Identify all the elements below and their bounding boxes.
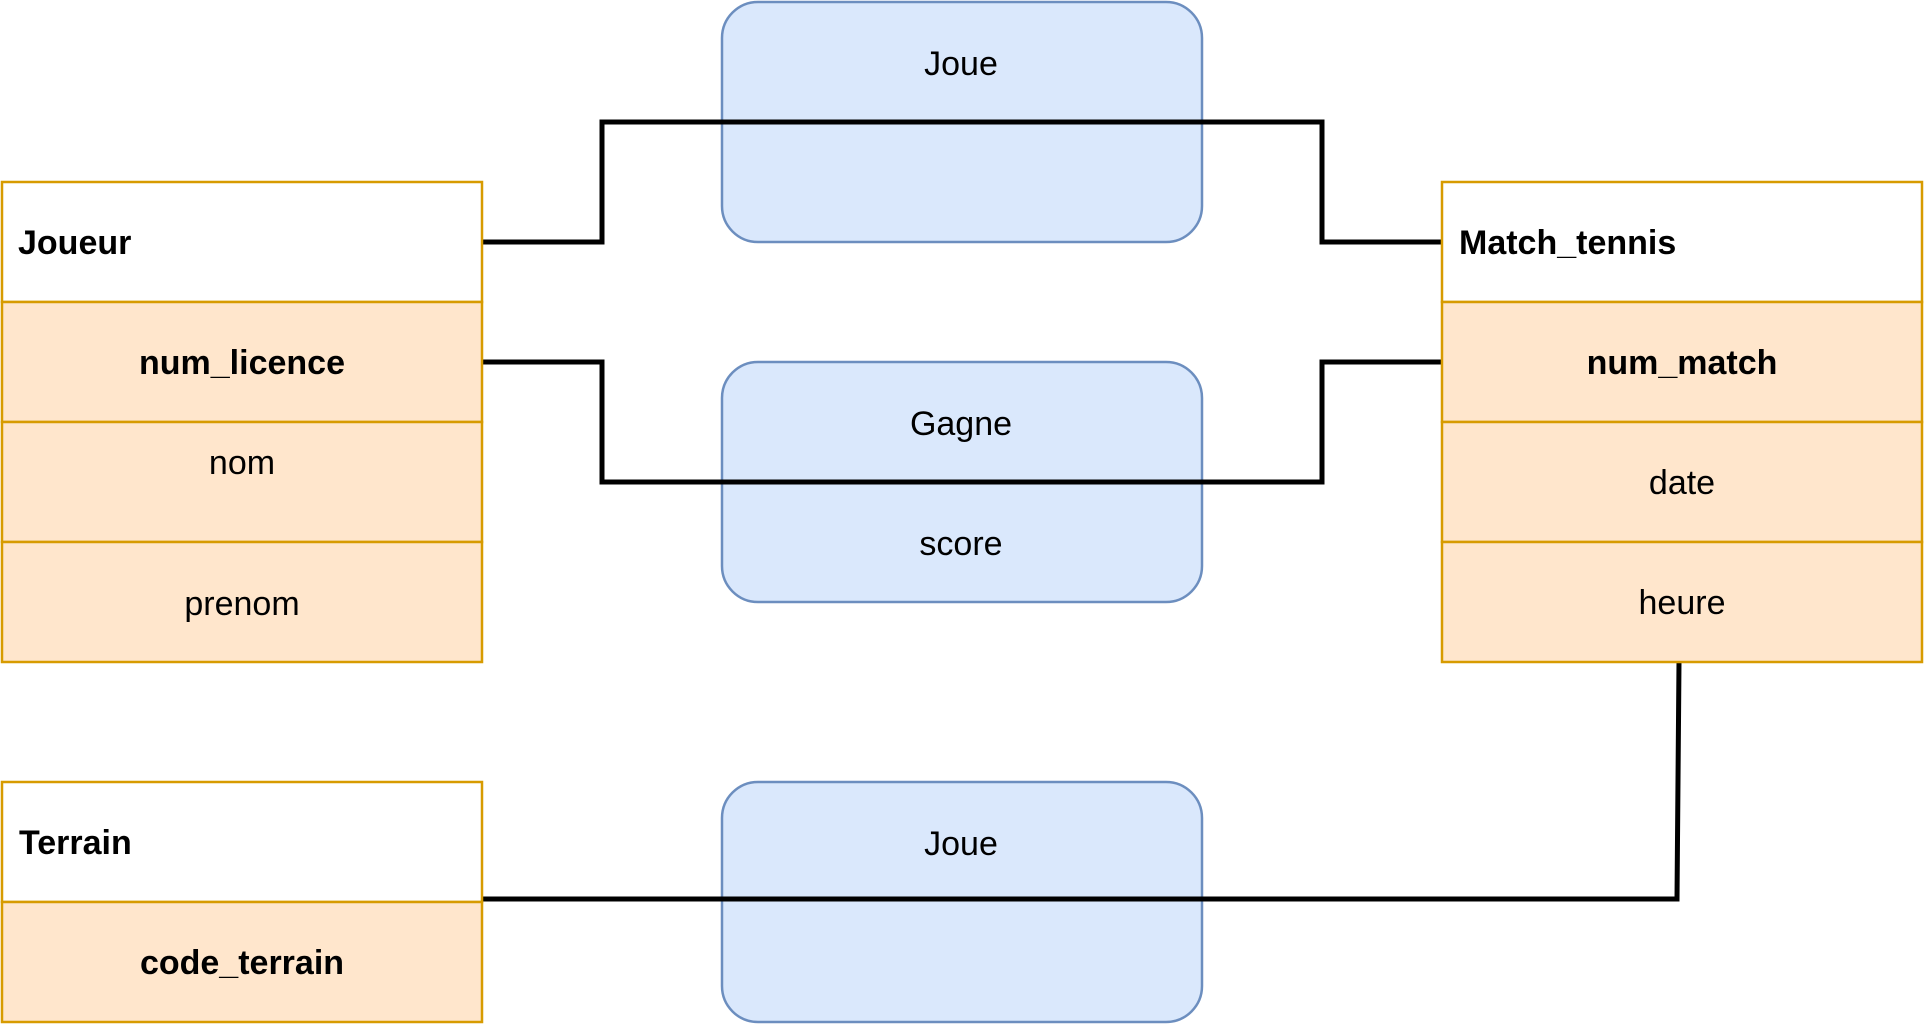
relation-gagne-attr-score: score — [919, 525, 1002, 563]
entity-terrain-key: code_terrain — [140, 944, 344, 982]
connector-joueur-joue-match — [482, 119, 1442, 245]
entity-joueur-attr: prenom — [184, 585, 299, 623]
relation-joue-top-label: Joue — [924, 45, 998, 83]
entity-joueur[interactable]: Joueur num_licence nom prenom — [0, 180, 484, 664]
entity-joueur-key-row — [0, 300, 484, 424]
relation-gagne-label: Gagne — [910, 405, 1012, 443]
entity-match-tennis-attr-row — [1440, 420, 1924, 544]
entity-match-tennis-attr-row — [1440, 540, 1924, 664]
entity-match-tennis-key-row — [1440, 300, 1924, 424]
relation-joue-bottom-box — [720, 780, 1204, 1024]
entity-joueur-attr-row — [0, 420, 484, 544]
entity-match-tennis-title: Match_tennis — [1459, 224, 1676, 262]
entity-match-tennis-attr: heure — [1639, 584, 1726, 622]
entity-match-tennis-header — [1440, 180, 1924, 304]
entity-match-tennis-attr: date — [1649, 464, 1715, 502]
entity-joueur-header — [0, 180, 484, 304]
relation-joue-bottom-label: Joue — [924, 825, 998, 863]
entity-joueur-attr-row — [0, 540, 484, 664]
entity-terrain[interactable]: Terrain code_terrain — [0, 780, 484, 1024]
connector-terrain-joue-match — [482, 661, 1682, 902]
entity-joueur-attr: nom — [209, 444, 275, 482]
relation-joue-bottom[interactable]: Joue — [720, 780, 1204, 1024]
connector-numlicence-gagne-nummatch — [482, 359, 1442, 485]
entity-match-tennis[interactable]: Match_tennis num_match date heure — [1440, 180, 1924, 664]
entity-terrain-key-row — [0, 900, 484, 1024]
entity-terrain-header — [0, 780, 484, 904]
entity-match-tennis-key: num_match — [1587, 344, 1778, 382]
entity-terrain-title: Terrain — [19, 824, 132, 862]
entity-joueur-key: num_licence — [139, 344, 345, 382]
entity-joueur-title: Joueur — [18, 224, 131, 262]
